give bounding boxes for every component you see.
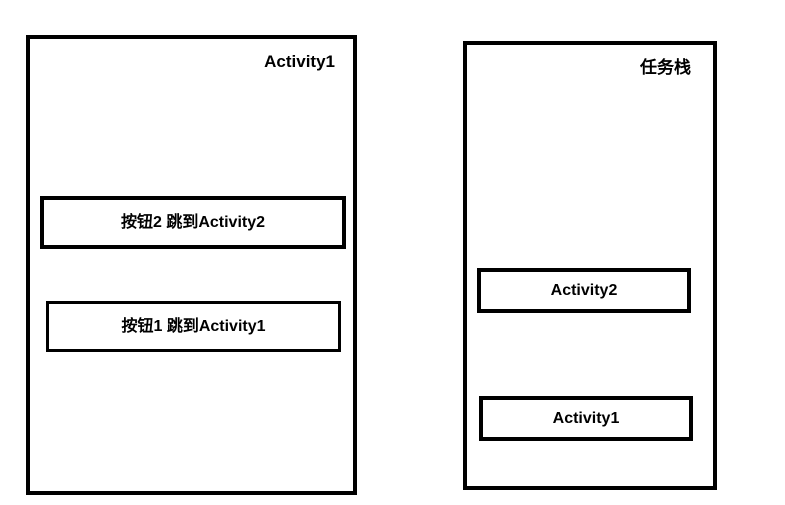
- stack-entry-activity2-label: Activity2: [550, 281, 618, 299]
- stack-entry-activity1: Activity1: [479, 396, 693, 441]
- task-stack-panel: 任务栈 Activity2 Activity1: [463, 41, 717, 490]
- button-jump-to-activity1-label: 按钮1 跳到Activity1: [121, 317, 266, 335]
- stack-entry-activity1-label: Activity1: [552, 409, 620, 427]
- button-jump-to-activity1[interactable]: 按钮1 跳到Activity1: [46, 301, 341, 352]
- activity-screen-panel: Activity1 按钮2 跳到Activity2 按钮1 跳到Activity…: [26, 35, 357, 495]
- stack-entry-activity2: Activity2: [477, 268, 691, 313]
- button-jump-to-activity2[interactable]: 按钮2 跳到Activity2: [40, 196, 346, 249]
- button-jump-to-activity2-label: 按钮2 跳到Activity2: [120, 213, 266, 231]
- activity-screen-title: Activity1: [264, 52, 335, 71]
- task-stack-title: 任务栈: [640, 58, 691, 77]
